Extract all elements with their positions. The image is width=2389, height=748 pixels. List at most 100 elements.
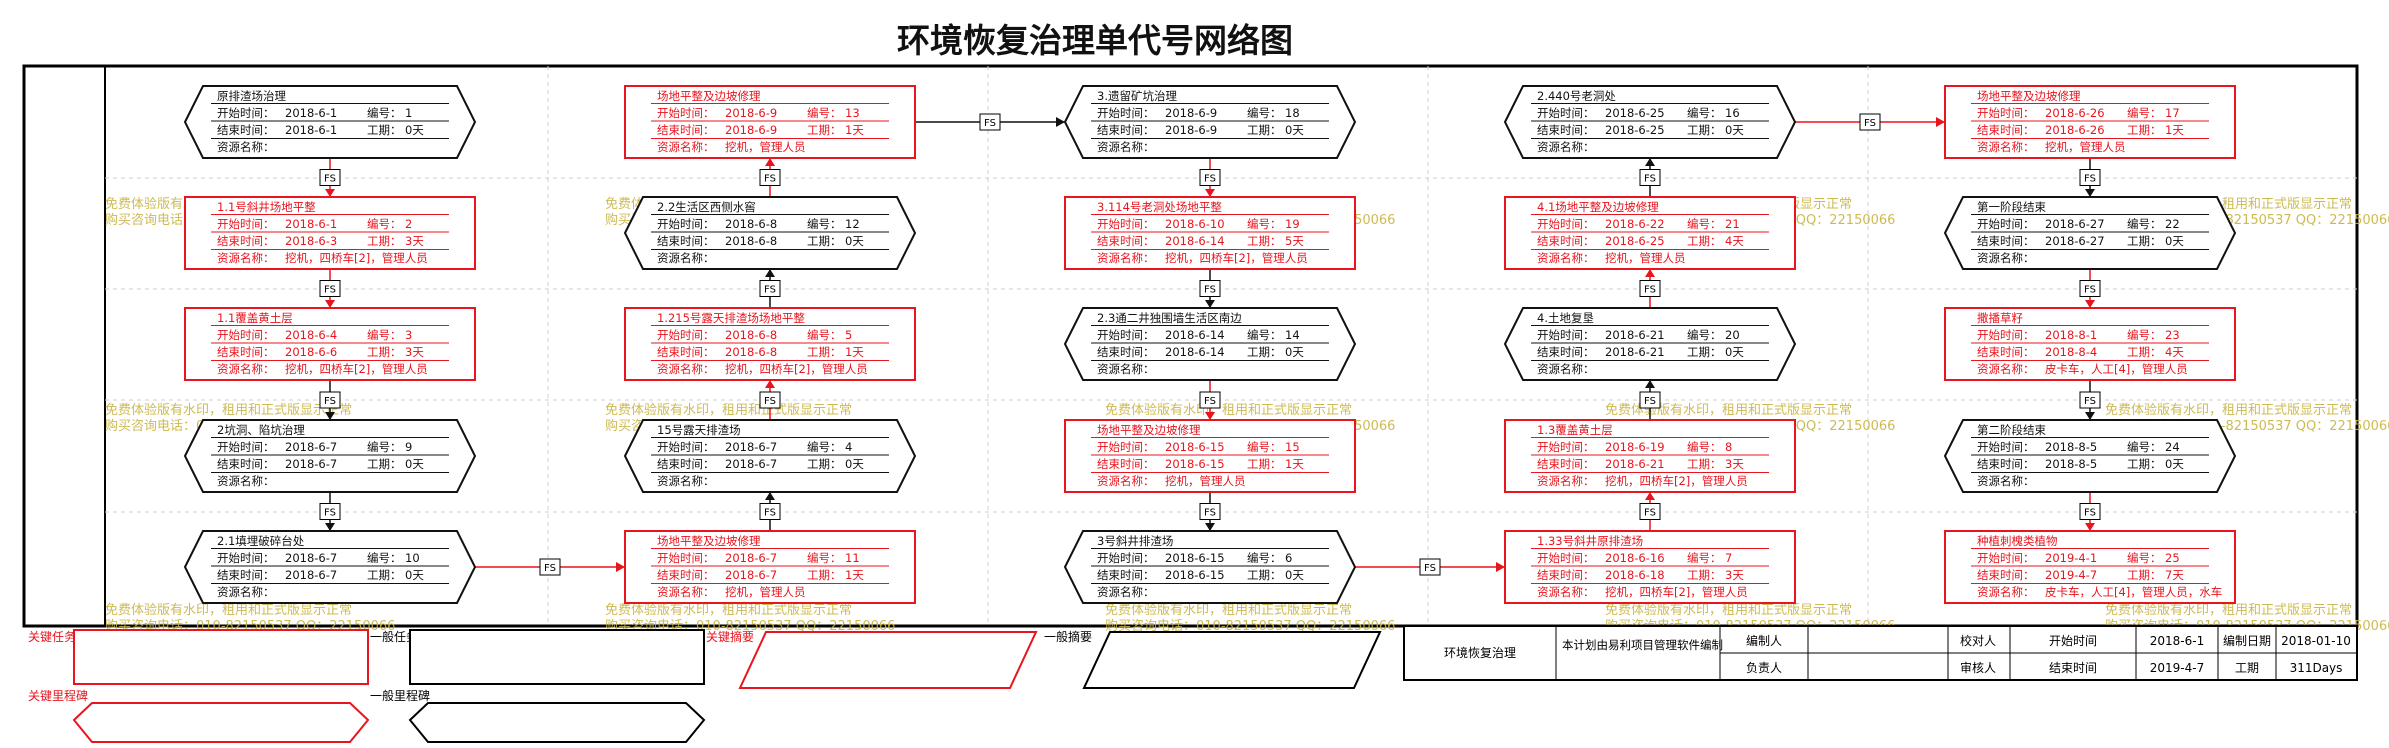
number-label: 编号：: [2127, 217, 2162, 231]
task-number: 12: [845, 217, 860, 231]
start-label: 开始时间：: [1537, 551, 1595, 565]
end-label: 结束时间：: [217, 568, 275, 582]
link-label-box: [979, 113, 1001, 131]
task-name: 2.1填埋破碎台处: [217, 534, 305, 548]
dependency-link: FS: [915, 113, 1065, 131]
start-label: 开始时间：: [657, 106, 715, 120]
task-duration: 3天: [1725, 457, 1744, 471]
end-label: 结束时间：: [1977, 123, 2035, 137]
number-label: 编号：: [1247, 106, 1282, 120]
start-date: 2018-6-14: [1165, 328, 1225, 342]
dependency-link: FS: [759, 158, 781, 197]
resource-names: 皮卡车，人工[4]，管理人员，水车: [2045, 585, 2222, 599]
duration-label: 工期：: [807, 457, 842, 471]
link-arrowhead: [1645, 380, 1655, 388]
task-number: 10: [405, 551, 420, 565]
start-date: 2018-6-7: [725, 440, 777, 454]
number-label: 编号：: [1687, 217, 1722, 231]
end-date: 2018-6-7: [725, 457, 777, 471]
end-label: 结束时间：: [1977, 457, 2035, 471]
link-label-box: [1199, 503, 1221, 520]
link-label: FS: [1644, 508, 1656, 519]
link-label-box: [1199, 391, 1221, 409]
end-date: 2018-6-21: [1605, 345, 1665, 359]
duration-label: 工期：: [367, 568, 402, 582]
start-label: 开始时间：: [1977, 440, 2035, 454]
legend-normal-summary-label: 一般摘要: [1044, 629, 1092, 644]
end-date: 2018-8-4: [2045, 345, 2097, 359]
dependency-link: FS: [1639, 269, 1661, 308]
software-note: 本计划由易利项目管理软件编制: [1562, 638, 1723, 652]
task-duration: 0天: [2165, 234, 2184, 248]
resource-names: 挖机，四桥车[2]，管理人员: [1605, 474, 1748, 488]
number-label: 编号：: [367, 440, 402, 454]
task-name: 种植刺槐类植物: [1977, 534, 2058, 548]
duration-label: 工期：: [807, 568, 842, 582]
duration-label: 工期：: [807, 234, 842, 248]
dependency-link: FS: [1639, 380, 1661, 420]
link-arrowhead: [1205, 300, 1215, 308]
task-duration: 5天: [1285, 234, 1304, 248]
task-box: [624, 85, 916, 159]
start-label: 开始时间：: [1097, 440, 1155, 454]
watermark-text: 购买咨询电话：010-82150537 QQ：22150066: [1105, 618, 1395, 634]
link-label: FS: [1644, 174, 1656, 185]
task-duration: 3天: [405, 345, 424, 359]
number-label: 编号：: [2127, 440, 2162, 454]
task-name: 1.33号斜井原排渣场: [1537, 534, 1643, 548]
link-arrowhead: [765, 492, 775, 500]
end-label: 结束时间：: [1097, 123, 1155, 137]
resource-label: 资源名称：: [1977, 474, 2035, 488]
start-label: 开始时间：: [1537, 217, 1595, 231]
task-name: 2.2生活区西侧水窖: [657, 200, 756, 214]
end-time-label: 结束时间: [2049, 661, 2097, 675]
link-label-box: [2079, 503, 2101, 520]
task-box: [184, 196, 476, 270]
legend-critical-summary-shape: [738, 631, 1038, 689]
link-label: FS: [2084, 396, 2096, 407]
link-label: FS: [1644, 396, 1656, 407]
watermark-text: 免费体验版有水印，租用和正式版显示正常: [2105, 602, 2352, 618]
task-duration: 0天: [1725, 345, 1744, 359]
start-date: 2018-6-1: [285, 217, 337, 231]
end-date: 2018-6-7: [285, 568, 337, 582]
resource-label: 资源名称：: [217, 474, 275, 488]
task-number: 5: [845, 328, 852, 342]
task-number: 18: [1285, 106, 1300, 120]
number-label: 编号：: [807, 440, 842, 454]
grid-lines: [105, 66, 2357, 626]
start-date: 2018-6-25: [1605, 106, 1665, 120]
end-label: 结束时间：: [657, 568, 715, 582]
resource-label: 资源名称：: [1097, 362, 1155, 376]
task-duration: 1天: [845, 345, 864, 359]
resource-label: 资源名称：: [1537, 251, 1595, 265]
end-label: 结束时间：: [1097, 234, 1155, 248]
task-number: 24: [2165, 440, 2180, 454]
number-label: 编号：: [1687, 328, 1722, 342]
resource-label: 资源名称：: [1097, 251, 1155, 265]
link-label-box: [2079, 169, 2101, 186]
start-date: 2018-6-9: [725, 106, 777, 120]
end-label: 结束时间：: [1097, 457, 1155, 471]
resource-names: 挖机，管理人员: [725, 585, 806, 599]
legend: 关键任务一般任务关键里程碑一般里程碑关键摘要一般摘要: [28, 629, 1382, 743]
number-label: 编号：: [2127, 328, 2162, 342]
end-date: 2018-6-26: [2045, 123, 2105, 137]
watermark-text: 免费体验版有水印，租用和正式版显示正常: [1605, 602, 1852, 618]
duration-label: 工期：: [367, 457, 402, 471]
task-number: 16: [1725, 106, 1740, 120]
legend-critical-milestone-shape: [72, 702, 370, 743]
number-label: 编号：: [367, 106, 402, 120]
task-number: 4: [845, 440, 852, 454]
number-label: 编号：: [1687, 440, 1722, 454]
resource-names: 挖机，管理人员: [1165, 474, 1246, 488]
compiler-label: 编制人: [1746, 633, 1782, 648]
link-label: FS: [1204, 396, 1216, 407]
task-name: 场地平整及边坡修理: [657, 534, 761, 548]
